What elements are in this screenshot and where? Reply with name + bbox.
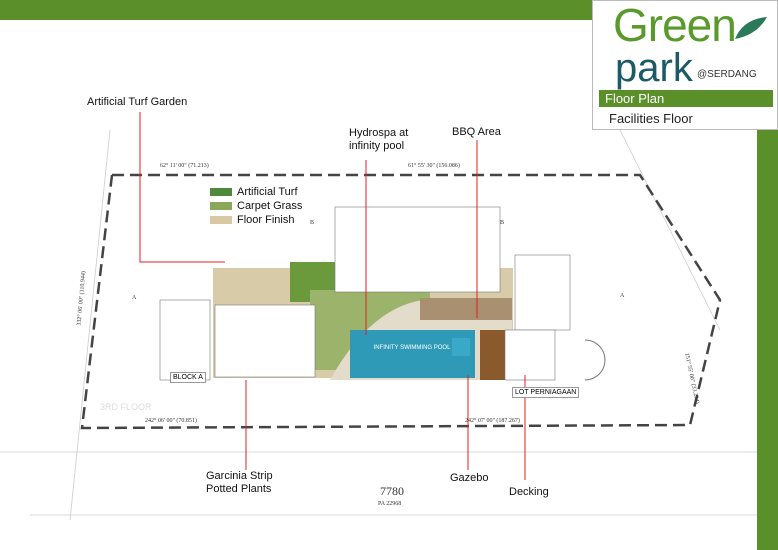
callout-gazebo: Gazebo [450, 472, 489, 484]
page-title: Facilities Floor [609, 111, 693, 126]
legend-swatch-floor [210, 216, 232, 224]
section-b-right: B [500, 220, 505, 226]
section-band: Floor Plan [599, 90, 773, 107]
dim-bottom-right: 242° 07' 00" (187.267) [465, 418, 520, 424]
callout-artificial-turf-garden: Artificial Turf Garden [87, 96, 188, 108]
brand-panel: Green park @SERDANG Floor Plan Facilitie… [592, 0, 778, 130]
pa-number: PA 22968 [378, 501, 402, 507]
callout-bbq-area: BBQ Area [452, 126, 501, 138]
legend-swatch-turf [210, 188, 232, 196]
brand-green: Green [613, 0, 737, 51]
side-accent-bar [757, 128, 778, 550]
top-accent-bar [0, 0, 592, 20]
callout-garcinia-strip: Garcinia Strip Potted Plants [206, 470, 273, 495]
lot-number: 7780 [380, 484, 404, 498]
site-boundary [80, 173, 722, 430]
dim-top-left: 62° 11' 00" (71.213) [160, 163, 209, 169]
callout-hydrospa: Hydrospa at infinity pool [349, 127, 409, 152]
section-a-left: A [132, 295, 137, 301]
callout-decking: Decking [509, 486, 549, 498]
dim-bottom-left: 242° 06' 00" (70.851) [145, 418, 197, 424]
lot-perniagaan-label: LOT PERNIAGAAN [512, 387, 580, 398]
leaf-icon [735, 17, 767, 39]
brand-serdang: @SERDANG [697, 69, 757, 80]
brand-park: park [615, 46, 693, 90]
legend-carpet-grass: Carpet Grass [237, 200, 303, 212]
floor-note: 3RD FLOOR [100, 402, 152, 412]
section-b-left: B [310, 220, 315, 226]
legend-artificial-turf: Artificial Turf [237, 186, 298, 198]
pool-label: INFINITY SWIMMING POOL [373, 345, 451, 351]
legend-swatch-grass [210, 202, 232, 210]
block-a-label: BLOCK A [170, 372, 206, 383]
legend-floor-finish: Floor Finish [237, 214, 295, 226]
section-a-right: A [620, 293, 625, 299]
dim-top-right: 61° 55' 30" (156.086) [408, 163, 460, 169]
